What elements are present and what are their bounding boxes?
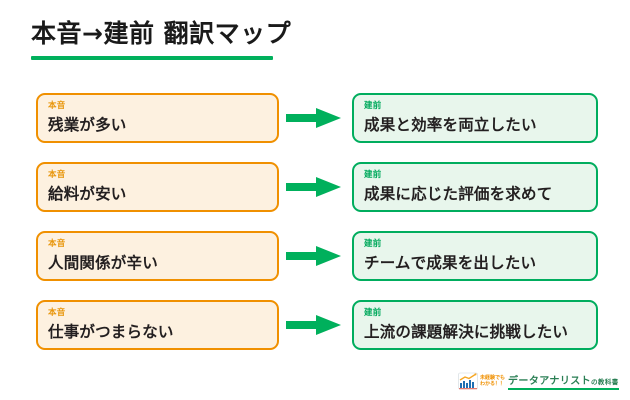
logo-wordmark-suffix: の教科書 [591, 378, 619, 387]
translation-row: 本音 仕事がつまらない 建前 上流の課題解決に挑戦したい [0, 300, 630, 350]
translation-row: 本音 人間関係が辛い 建前 チームで成果を出したい [0, 231, 630, 281]
honne-text: 残業が多い [48, 115, 127, 134]
tatemae-label: 建前 [364, 170, 382, 180]
logo-tagline-line2: わかる！！ [480, 381, 506, 387]
tatemae-label: 建前 [364, 101, 382, 111]
arrow-right-icon [286, 314, 342, 336]
title-underline-rule [31, 55, 273, 60]
honne-box[interactable]: 本音 残業が多い [36, 93, 279, 143]
honne-box[interactable]: 本音 給料が安い [36, 162, 279, 212]
tatemae-box[interactable]: 建前 成果と効率を両立したい [352, 93, 598, 143]
translation-rows: 本音 残業が多い 建前 成果と効率を両立したい 本音 給料が安い 建前 成果に応… [0, 93, 630, 369]
tatemae-box[interactable]: 建前 上流の課題解決に挑戦したい [352, 300, 598, 350]
honne-text: 人間関係が辛い [48, 253, 158, 272]
translation-row: 本音 給料が安い 建前 成果に応じた評価を求めて [0, 162, 630, 212]
logo-wordmark: データアナリストの教科書 [508, 372, 619, 390]
translation-row: 本音 残業が多い 建前 成果と効率を両立したい [0, 93, 630, 143]
logo-tagline-line1: 未経験でも [480, 374, 506, 381]
tatemae-box[interactable]: 建前 チームで成果を出したい [352, 231, 598, 281]
tatemae-text: 上流の課題解決に挑戦したい [364, 322, 569, 341]
honne-box[interactable]: 本音 仕事がつまらない [36, 300, 279, 350]
tatemae-label: 建前 [364, 308, 382, 318]
tatemae-label: 建前 [364, 239, 382, 249]
chart-logo-icon [458, 372, 478, 390]
title-block: 本音→建前 翻訳マップ [31, 19, 351, 60]
arrow-right-icon [286, 107, 342, 129]
arrow-right-icon [286, 176, 342, 198]
honne-text: 給料が安い [48, 184, 127, 203]
logo-tagline: 未経験でも わかる！！ [480, 375, 505, 388]
logo-wordmark-main: データアナリスト [508, 376, 592, 388]
honne-label: 本音 [48, 101, 66, 111]
arrow-right-icon [286, 245, 342, 267]
honne-label: 本音 [48, 239, 66, 249]
logo-underline [508, 388, 619, 390]
page-title: 本音→建前 翻訳マップ [31, 19, 292, 48]
honne-box[interactable]: 本音 人間関係が辛い [36, 231, 279, 281]
honne-text: 仕事がつまらない [48, 322, 174, 341]
tatemae-text: チームで成果を出したい [364, 253, 537, 272]
tatemae-box[interactable]: 建前 成果に応じた評価を求めて [352, 162, 598, 212]
footer-logo: 未経験でも わかる！！ データアナリストの教科書 [458, 369, 619, 393]
honne-label: 本音 [48, 170, 66, 180]
tatemae-text: 成果と効率を両立したい [364, 115, 537, 134]
tatemae-text: 成果に応じた評価を求めて [364, 184, 553, 203]
logo-wordmark-line: データアナリストの教科書 [508, 372, 619, 387]
honne-label: 本音 [48, 308, 66, 318]
